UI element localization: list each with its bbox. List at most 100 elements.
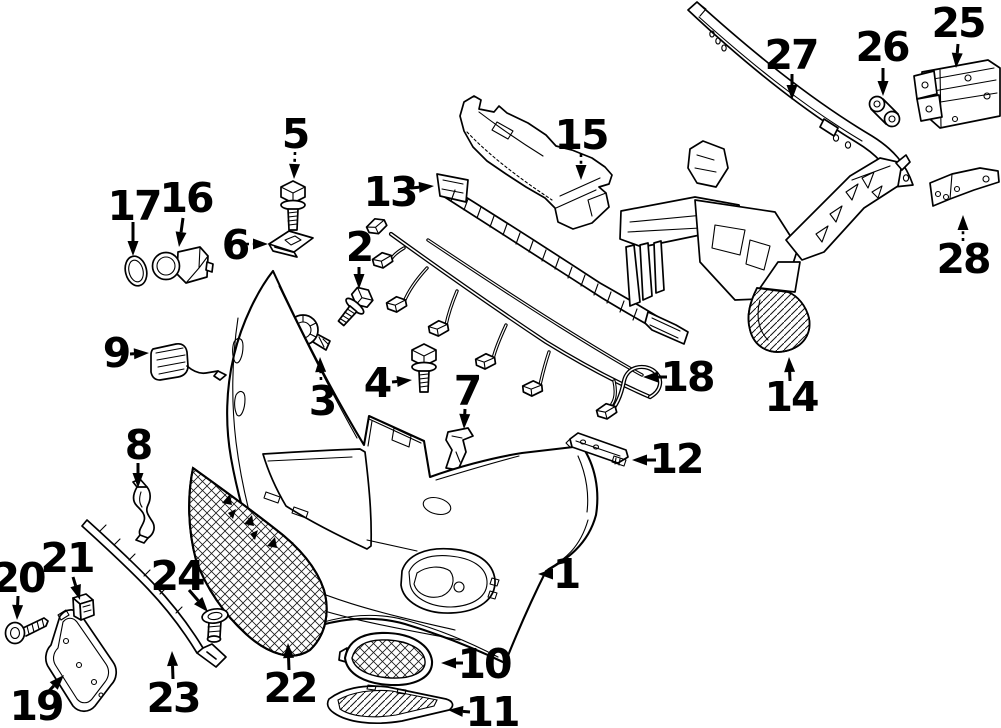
part-22-center-grille [188, 466, 328, 657]
part-23-trim-strip [81, 519, 227, 668]
part-arrowhead-2 [353, 274, 365, 289]
part-arrow-25 [955, 43, 960, 54]
part-arrowhead-4 [396, 376, 412, 387]
part-label-group-24: 24 [150, 552, 208, 612]
part-number-25: 25 [931, 0, 984, 47]
part-number-3: 3 [309, 377, 336, 425]
part-label-group-8: 8 [125, 421, 153, 488]
part-21-clip [72, 593, 95, 621]
part-10-outer-grille [338, 631, 434, 687]
part-number-27: 27 [764, 31, 817, 79]
part-arrowhead-5 [289, 163, 301, 179]
part-number-18: 18 [660, 353, 713, 401]
part-label-group-27: 27 [764, 31, 820, 100]
part-25-mount-bracket [913, 59, 1001, 129]
part-arrowhead-10 [441, 657, 456, 669]
part-number-6: 6 [222, 221, 249, 269]
part-13-lower-energy-absorber [436, 173, 689, 345]
part-number-9: 9 [103, 329, 130, 377]
part-number-22: 22 [263, 664, 316, 712]
part-arrowhead-11 [448, 705, 464, 717]
part-number-28: 28 [936, 235, 989, 283]
part-arrowhead-20 [12, 604, 24, 620]
part-arrowhead-23 [167, 651, 179, 667]
part-label-group-7: 7 [454, 367, 482, 429]
part-number-24: 24 [150, 552, 204, 600]
part-arrowhead-6 [253, 238, 268, 250]
part-8-bracket [132, 478, 155, 544]
part-9-bracket [150, 342, 227, 381]
part-arrowhead-18 [643, 371, 658, 383]
part-arrowhead-24 [194, 597, 208, 612]
part-arrowhead-15 [575, 165, 587, 180]
part-label-group-12: 12 [632, 435, 705, 483]
part-arrow-4 [391, 379, 398, 384]
part-label-group-21: 21 [40, 534, 96, 600]
part-label-group-15: 15 [554, 111, 610, 180]
part-arrowhead-3 [315, 357, 327, 373]
part-12-support-plate [565, 432, 629, 467]
part-arrowhead-17 [127, 241, 139, 256]
part-number-11: 11 [465, 688, 518, 728]
part-label-group-10: 10 [441, 640, 513, 688]
part-label-group-9: 9 [103, 329, 149, 377]
part-arrowhead-13 [418, 181, 434, 193]
part-number-26: 26 [855, 23, 909, 71]
part-5-bolt [280, 180, 306, 231]
part-arrow-16 [179, 217, 185, 233]
part-20-screw [4, 617, 49, 645]
part-label-group-14: 14 [764, 357, 820, 421]
part-11-lower-molding [326, 684, 454, 724]
part-number-14: 14 [764, 373, 818, 421]
part-number-1: 1 [553, 550, 580, 598]
part-arrowhead-9 [133, 348, 149, 360]
part-arrowhead-8 [132, 473, 144, 488]
part-arrowhead-19 [49, 675, 64, 690]
part-number-2: 2 [346, 223, 373, 271]
part-arrowhead-28 [957, 215, 969, 230]
part-arrow-24 [187, 589, 200, 602]
part-number-8: 8 [125, 421, 152, 469]
part-label-group-13: 13 [363, 168, 434, 216]
part-arrowhead-26 [877, 81, 889, 96]
part-label-group-3: 3 [309, 357, 337, 425]
part-label-group-22: 22 [263, 643, 319, 712]
part-number-16: 16 [159, 174, 213, 222]
part-6-clip-nut [268, 230, 314, 258]
part-label-group-2: 2 [346, 223, 374, 289]
part-number-21: 21 [40, 534, 93, 582]
part-number-17: 17 [107, 182, 160, 230]
part-number-20: 20 [0, 554, 45, 602]
part-label-group-16: 16 [159, 174, 215, 247]
part-label-group-6: 6 [222, 221, 268, 269]
part-number-7: 7 [454, 367, 481, 415]
part-number-13: 13 [363, 168, 416, 216]
part-28-side-bracket [929, 167, 1000, 207]
part-arrow-19 [46, 684, 55, 694]
part-15-upper-energy-absorber [459, 95, 613, 230]
part-arrowhead-22 [283, 643, 295, 659]
part-number-23: 23 [146, 674, 199, 722]
part-label-group-11: 11 [448, 688, 521, 728]
part-label-group-4: 4 [364, 359, 412, 407]
part-arrowhead-7 [459, 413, 471, 429]
part-17-grommet-ring [124, 255, 148, 287]
part-label-group-17: 17 [107, 182, 163, 256]
part-arrowhead-12 [632, 454, 647, 466]
part-number-4: 4 [364, 359, 391, 407]
part-16-parking-sensor [151, 246, 214, 284]
part-26-link-plate [868, 95, 901, 128]
part-number-15: 15 [554, 111, 607, 159]
part-label-group-28: 28 [936, 215, 992, 283]
harness-connector [370, 249, 395, 271]
part-label-group-1: 1 [538, 550, 581, 598]
part-24-push-rivet [201, 607, 229, 643]
part-arrow-11 [462, 709, 471, 714]
part-arrow-13 [410, 185, 420, 190]
part-label-group-5: 5 [282, 110, 310, 179]
part-14-mounting-assembly [619, 140, 911, 353]
part-arrowhead-1 [538, 568, 553, 580]
part-label-group-20: 20 [0, 554, 47, 620]
